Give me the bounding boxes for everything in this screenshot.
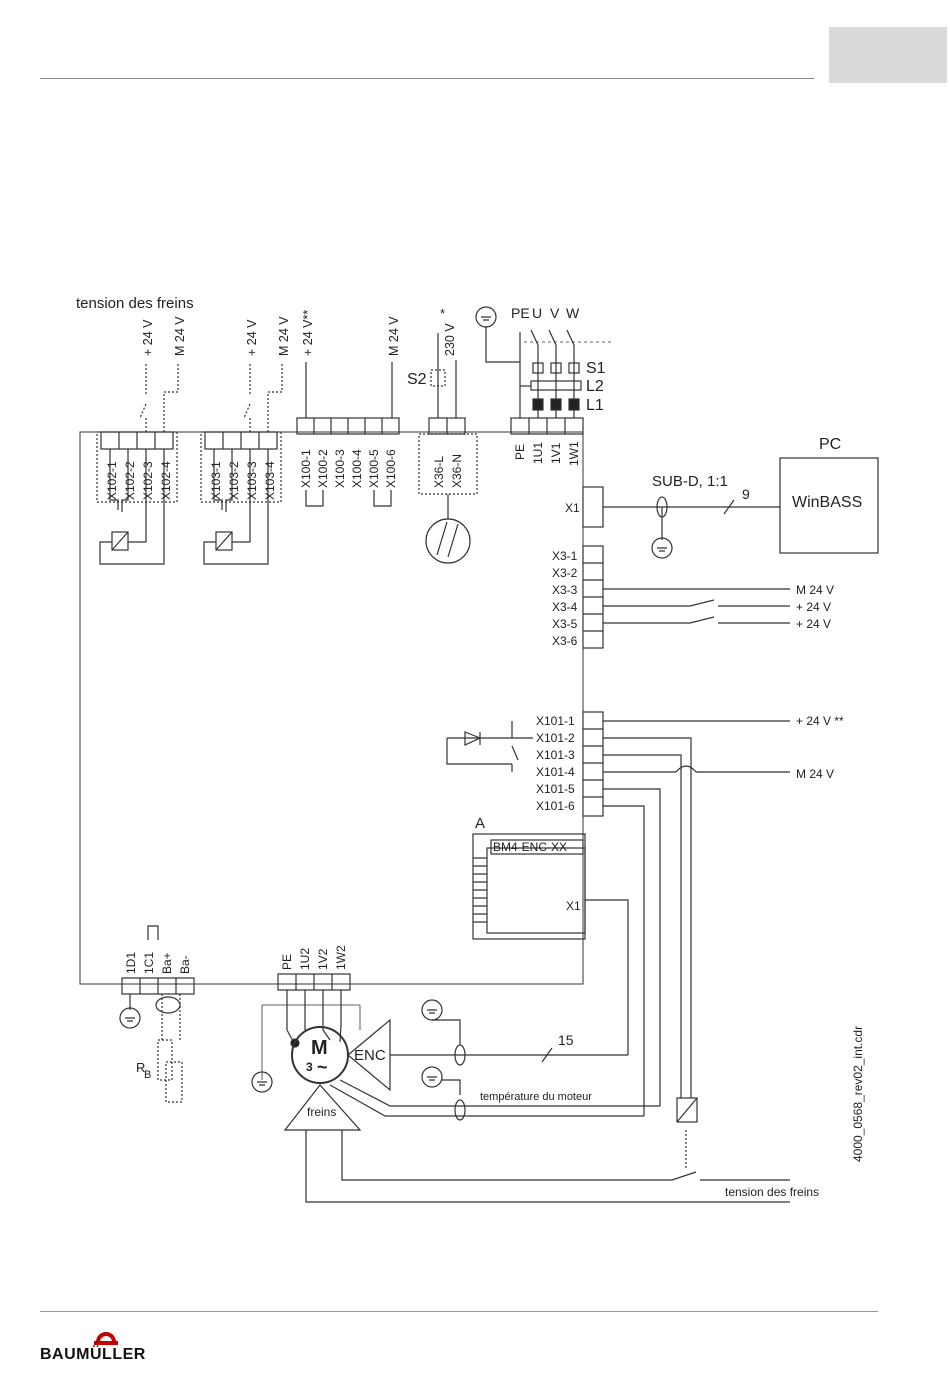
footer-rule: [40, 1311, 878, 1312]
x100-1-label: X100-1: [299, 449, 313, 488]
x102-plus24-label: + 24 V: [141, 319, 155, 356]
l2-label: L2: [586, 378, 604, 395]
x101-3-label: X101-3: [536, 748, 575, 762]
brake-1c1-label: 1C1: [142, 952, 156, 974]
x3-4-label: X3-4: [552, 600, 578, 614]
enc-module-label: BM4-ENC-XX: [493, 840, 567, 854]
mains-v-label: V: [550, 305, 560, 321]
x36-230v-label: 230 V: [443, 323, 457, 356]
x101-6-label: X101-6: [536, 799, 575, 813]
x3-1-label: X3-1: [552, 549, 578, 563]
motor-m-label: M: [311, 1037, 328, 1059]
motor-temp-label: température du moteur: [480, 1091, 592, 1103]
file-ref-label: 4000_0568_rev02_int.cdr: [851, 1026, 865, 1162]
brake-label: freins: [307, 1105, 336, 1119]
mains-pe-term-label: PE: [513, 444, 527, 460]
logo-text: BAUMÜLLER: [40, 1346, 146, 1363]
x3-4-plus24-label: + 24 V: [796, 600, 831, 614]
x3-6-label: X3-6: [552, 634, 578, 648]
x102-m24-label: M 24 V: [173, 316, 187, 356]
mains-pe-label: PE: [511, 305, 530, 321]
module-a-label: A: [475, 815, 485, 832]
x101-2-label: X101-2: [536, 731, 575, 745]
enc-label: ENC: [354, 1047, 386, 1064]
x36-230v-star: *: [440, 306, 445, 321]
x102-4-label: X102-4: [159, 461, 173, 500]
rb-b-label: B: [144, 1069, 151, 1081]
cable-15-label: 15: [558, 1032, 574, 1048]
motor-1w2-label: 1W2: [334, 945, 348, 970]
x100-3-label: X100-3: [333, 449, 347, 488]
x100-4-label: X100-4: [350, 449, 364, 488]
x103-4-label: X103-4: [263, 461, 277, 500]
x102-2-label: X102-2: [123, 461, 137, 500]
s2-label: S2: [407, 371, 427, 388]
logo-mark-icon: [94, 1332, 118, 1345]
x3-2-label: X3-2: [552, 566, 578, 580]
x101-4-label: X101-4: [536, 765, 575, 779]
x103-1-label: X103-1: [209, 461, 223, 500]
x3-5-label: X3-5: [552, 617, 578, 631]
cable-9-label: 9: [742, 486, 750, 502]
x100-plus24-label: + 24 V**: [301, 310, 315, 356]
mains-1w1-label: 1W1: [567, 441, 581, 466]
x103-plus24-label: + 24 V: [245, 319, 259, 356]
enc-x1-label: X1: [566, 899, 581, 913]
x103-m24-label: M 24 V: [277, 316, 291, 356]
l1-label: L1: [586, 397, 604, 414]
motor-3-label: 3: [306, 1060, 313, 1074]
motor-1v2-label: 1V2: [316, 948, 330, 970]
s1-label: S1: [586, 360, 606, 377]
mains-u-label: U: [532, 305, 542, 321]
pc-label: PC: [819, 436, 841, 453]
x101-4-m24-label: M 24 V: [796, 767, 834, 781]
rb-r-label: R: [136, 1060, 145, 1075]
brake-voltage-bottom-label: tension des freins: [725, 1185, 819, 1199]
header-rule: [40, 78, 814, 79]
x3-3-label: X3-3: [552, 583, 578, 597]
x100-2-label: X100-2: [316, 449, 330, 488]
mains-w-label: W: [566, 305, 580, 321]
x1-label: X1: [565, 501, 580, 515]
x100-m24-label: M 24 V: [387, 316, 401, 356]
motor-1u2-label: 1U2: [298, 948, 312, 970]
brake-ba-minus-label: Ba-: [178, 955, 192, 974]
baumuller-logo: BAUMÜLLER: [40, 1326, 170, 1370]
x100-5-label: X100-5: [367, 449, 381, 488]
x100-6-label: X100-6: [384, 449, 398, 488]
motor-tilde-label: ~: [317, 1057, 328, 1077]
x3-5-plus24-label: + 24 V: [796, 617, 831, 631]
chapter-tab: [829, 27, 947, 83]
brake-ba-plus-label: Ba+: [160, 952, 174, 974]
motor-pe-label: PE: [280, 954, 294, 970]
x101-1-plus24-label: + 24 V **: [796, 714, 844, 728]
x3-3-m24-label: M 24 V: [796, 583, 834, 597]
brake-1d1-label: 1D1: [124, 952, 138, 974]
x102-3-label: X102-3: [141, 461, 155, 500]
brake-voltage-top-label: tension des freins: [76, 295, 194, 312]
mains-1v1-label: 1V1: [549, 442, 563, 464]
x102-1-label: X102-1: [105, 461, 119, 500]
x36-n-label: X36-N: [450, 454, 464, 488]
subd-label: SUB-D, 1:1: [652, 473, 728, 490]
x103-3-label: X103-3: [245, 461, 259, 500]
x101-1-label: X101-1: [536, 714, 575, 728]
x36-l-label: X36-L: [432, 456, 446, 488]
x101-5-label: X101-5: [536, 782, 575, 796]
mains-1u1-label: 1U1: [531, 442, 545, 464]
x103-2-label: X103-2: [227, 461, 241, 500]
winbass-label: WinBASS: [792, 494, 862, 511]
